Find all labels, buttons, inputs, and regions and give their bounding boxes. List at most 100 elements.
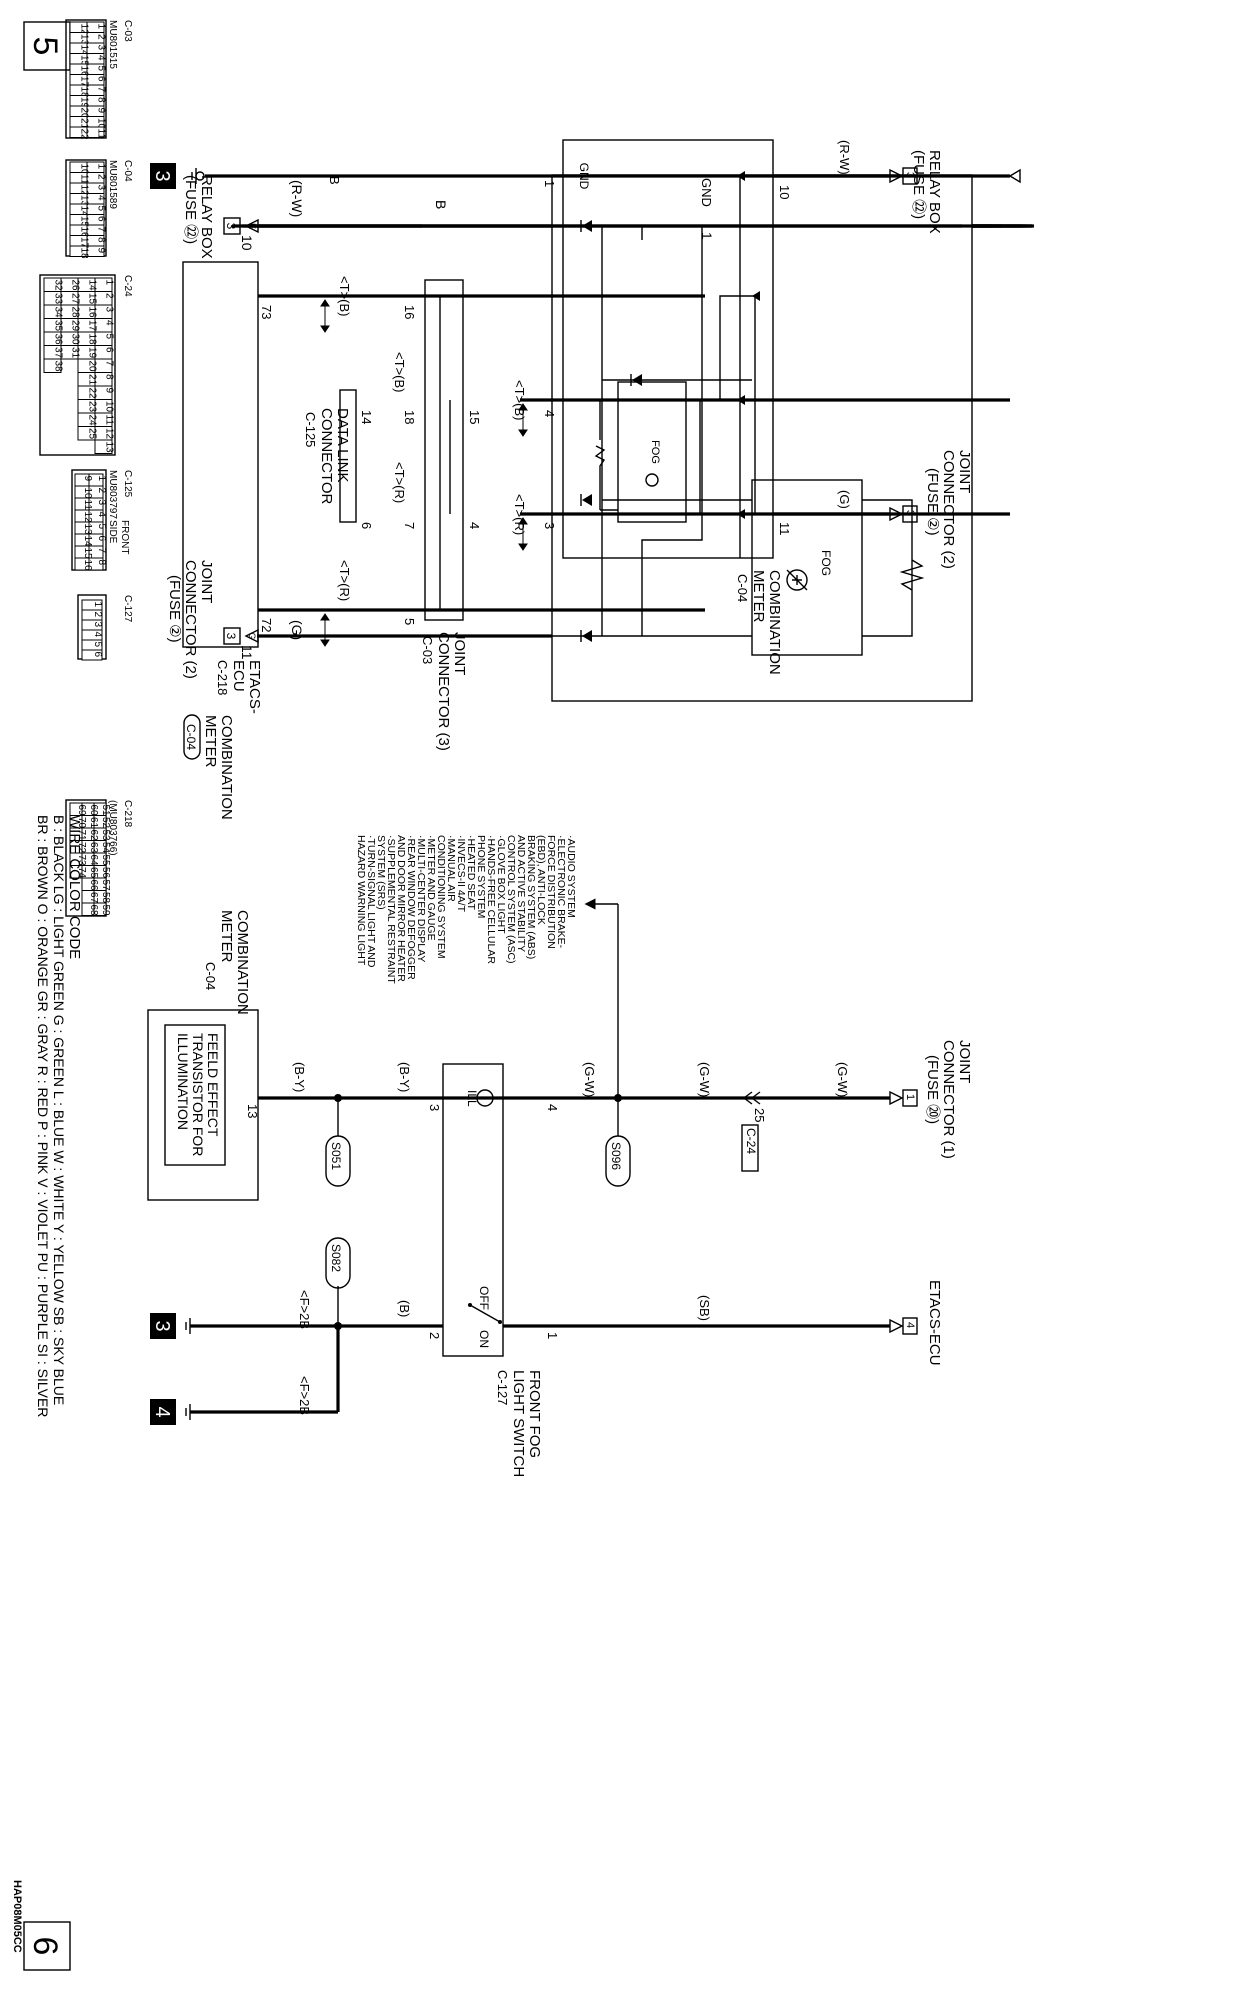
connector-pin-label: 1	[96, 24, 107, 30]
svg-text:C-218: C-218	[122, 800, 133, 828]
system-item: PHONE SYSTEM	[475, 835, 487, 918]
diodes-page	[737, 171, 760, 519]
svg-text:<T>(B): <T>(B)	[392, 352, 407, 392]
svg-text:C-03: C-03	[420, 636, 435, 664]
svg-text:10: 10	[777, 185, 792, 199]
svg-text:FRONT FOG: FRONT FOG	[526, 1370, 543, 1458]
connector-pin-label: 15	[79, 55, 90, 67]
svg-text:C-04: C-04	[122, 160, 133, 182]
connector-pin-label: 14	[87, 280, 98, 292]
svg-text:CONNECTOR: CONNECTOR	[318, 408, 335, 505]
system-item: ·AUDIO SYSTEM	[565, 835, 577, 918]
joint2-terminal	[889, 505, 918, 523]
connector-pin-label: 35	[53, 320, 64, 332]
svg-text:18: 18	[402, 410, 417, 424]
connector-cell	[81, 902, 95, 916]
wire-color-gw2: (G-W)	[697, 1062, 712, 1097]
connector-pin-label: 14	[82, 536, 93, 548]
pin-3-lower: 3	[427, 1104, 442, 1111]
connector-pin-label: 9	[82, 476, 93, 482]
front-fog-switch-box	[442, 1063, 504, 1357]
connector-pin-label: 6	[96, 216, 107, 222]
svg-text:SIDE: SIDE	[107, 520, 118, 544]
fog-switch: OFF ON	[468, 1286, 502, 1348]
wire-color-g: (G)	[289, 620, 305, 640]
svg-text:C-127: C-127	[495, 1370, 510, 1405]
svg-text:<T>(B): <T>(B)	[512, 380, 527, 420]
svg-text:OFF: OFF	[477, 1286, 491, 1310]
connector-cell	[43, 358, 62, 373]
wire-color-rw: (R-W)	[289, 180, 305, 217]
connector-pin-label: 62	[88, 830, 99, 842]
wire-color-code: WIRE COLOR CODE B : BLACK LG : LIGHT GRE…	[35, 815, 83, 1417]
system-item: SYSTEM (SRS)	[375, 835, 387, 910]
svg-text:RELAY BOX: RELAY BOX	[198, 175, 215, 259]
connector-pin-label: 14	[79, 206, 90, 218]
combination-meter-box-page	[562, 139, 774, 559]
svg-text:4: 4	[904, 1322, 916, 1328]
connector-pin-label: 6	[92, 652, 103, 658]
svg-text:C-24: C-24	[122, 275, 133, 297]
splice-s051: S051	[325, 1135, 351, 1187]
system-item: BRAKING SYSTEM (ABS)	[525, 835, 537, 959]
system-item: ·MANUAL AIR	[445, 835, 457, 902]
page-marker-left: 5	[23, 21, 71, 71]
connector-pin-label: 12	[79, 24, 90, 36]
wire-color-b-lower: (B)	[397, 1300, 412, 1317]
svg-text:COMBINATION: COMBINATION	[234, 910, 251, 1015]
signal-wire-labels: 4 <T>(B) 15 3 <T>(R) 4 16 <T>(B) 73 18 <…	[259, 276, 557, 632]
transistor-box	[164, 1024, 226, 1166]
svg-text:3: 3	[224, 633, 238, 640]
connector-pin-label: 11	[104, 415, 115, 426]
ground-marker-1-box: 3	[150, 163, 176, 189]
connector-pin-label: 64	[88, 855, 99, 867]
systems-list: ·AUDIO SYSTEM·ELECTRONIC BRAKE- FORCE DI…	[355, 835, 577, 984]
svg-text:FEELD EFFECT: FEELD EFFECT	[205, 1033, 221, 1137]
relay-box-label: RELAY BOX (FUSE ㉒) 3 E	[182, 175, 259, 259]
system-item: FORCE DISTRIBUTION	[545, 835, 557, 949]
svg-text:3: 3	[151, 170, 173, 181]
connector-pin-label: 2	[92, 612, 103, 618]
connector-pin-label: 67	[88, 892, 99, 904]
connector-pin-label: 23	[87, 401, 98, 413]
svg-text:<T>(R): <T>(R)	[392, 462, 407, 503]
connector-pin-label: 9	[104, 388, 115, 394]
gnd-label: GND	[699, 178, 714, 207]
upper-vertical-labels: RELAY BOX (FUSE ㉒) 3 (R-W) 10 JOINT CONN…	[327, 140, 973, 675]
connector-pin-label: 17	[79, 76, 90, 88]
svg-text:14: 14	[359, 410, 374, 424]
connector-pin-label: 8	[96, 560, 107, 566]
etacs-ecu-input: ETACS-ECU 4 (SB) 1	[545, 1280, 943, 1366]
signal-wires	[258, 294, 1010, 612]
connector-pin-label: 31	[70, 347, 81, 359]
connector-pin-label: 3	[96, 185, 107, 191]
connector-pin-label: 51	[100, 805, 111, 817]
connector-pin-label: 22	[79, 129, 90, 141]
wire-f2b-2: <F>2B	[297, 1376, 312, 1415]
svg-text:METER: METER	[202, 715, 219, 768]
system-item: (EBD), ANTI-LOCK	[535, 835, 547, 925]
svg-text:(SB): (SB)	[697, 1295, 712, 1321]
svg-text:COMBINATION: COMBINATION	[766, 570, 783, 675]
connector-cell	[69, 126, 88, 138]
data-link-connector-box	[339, 389, 357, 523]
connector-pin-label: 17	[79, 237, 90, 249]
system-item: AND DOOR MIRROR HEATER	[395, 835, 407, 982]
connector-pin-label: 12	[82, 512, 93, 524]
connector-pin-label: 37	[53, 347, 64, 359]
pin-10: 10	[239, 235, 255, 251]
svg-text:3: 3	[542, 522, 557, 529]
svg-text:1: 1	[904, 1094, 916, 1100]
connector-pin-label: 28	[70, 307, 81, 319]
system-item: ·GLOVE BOX LIGHT	[495, 835, 507, 934]
fog-lamp-icon	[786, 569, 808, 591]
splice-s082: S082	[325, 1237, 351, 1289]
fog-box-page	[617, 381, 687, 523]
svg-text:LIGHT SWITCH: LIGHT SWITCH	[510, 1370, 527, 1477]
connector-pin-label: 69	[76, 805, 87, 817]
connector-pin-label: 11	[96, 129, 107, 140]
svg-text:<T>(R): <T>(R)	[512, 494, 527, 535]
diode-2	[630, 374, 642, 386]
svg-text:(FUSE ⑳): (FUSE ⑳)	[924, 1055, 941, 1124]
svg-text:ILL: ILL	[465, 1090, 479, 1107]
